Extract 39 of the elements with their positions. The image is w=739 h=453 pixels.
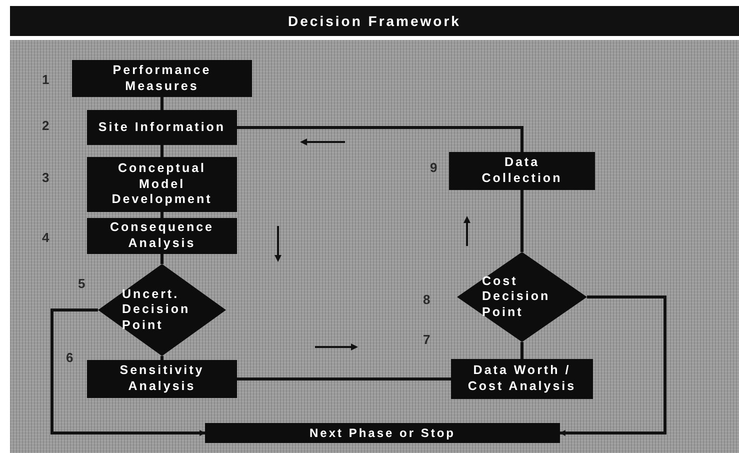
connector-line [520,190,524,252]
node-label: Sensitivity Analysis [118,363,206,395]
node-label: Performance Measures [112,62,212,94]
step-number: 1 [42,72,50,87]
connector-line [559,296,666,436]
step-number: 7 [423,332,430,347]
connector-line [50,308,206,436]
connector-line [237,126,524,152]
connector-line [520,342,524,359]
connector-line [160,254,164,264]
step-number: 4 [42,230,50,245]
node-label: Next Phase or Stop [309,426,456,440]
step-number: 8 [423,292,430,307]
step-number: 9 [430,160,438,175]
node-label: Data Collection [480,155,564,187]
node-label: Conceptual Model Development [110,161,214,208]
process-box [87,218,237,254]
node-label: Data Worth / Cost Analysis [466,363,578,395]
process-box [205,423,560,443]
step-number: 3 [42,170,50,185]
step-number: 2 [42,118,50,133]
connector-line [160,212,164,218]
node-label: Site Information [98,120,226,136]
step-number: 6 [66,350,74,365]
connector-line [160,356,164,360]
node-label: Uncert. Decision Point [122,286,192,334]
node-label: Consequence Analysis [109,220,215,252]
connector-line [160,97,164,110]
connector-line [237,378,451,380]
process-box [87,157,237,212]
step-number: 5 [78,276,86,291]
connector-line [160,145,164,157]
process-box [449,152,595,190]
process-box [72,60,252,97]
title: Decision Framework [288,13,461,29]
process-box [87,110,237,145]
process-box [87,360,237,398]
process-box [451,359,593,399]
node-label: Cost Decision Point [482,274,552,320]
